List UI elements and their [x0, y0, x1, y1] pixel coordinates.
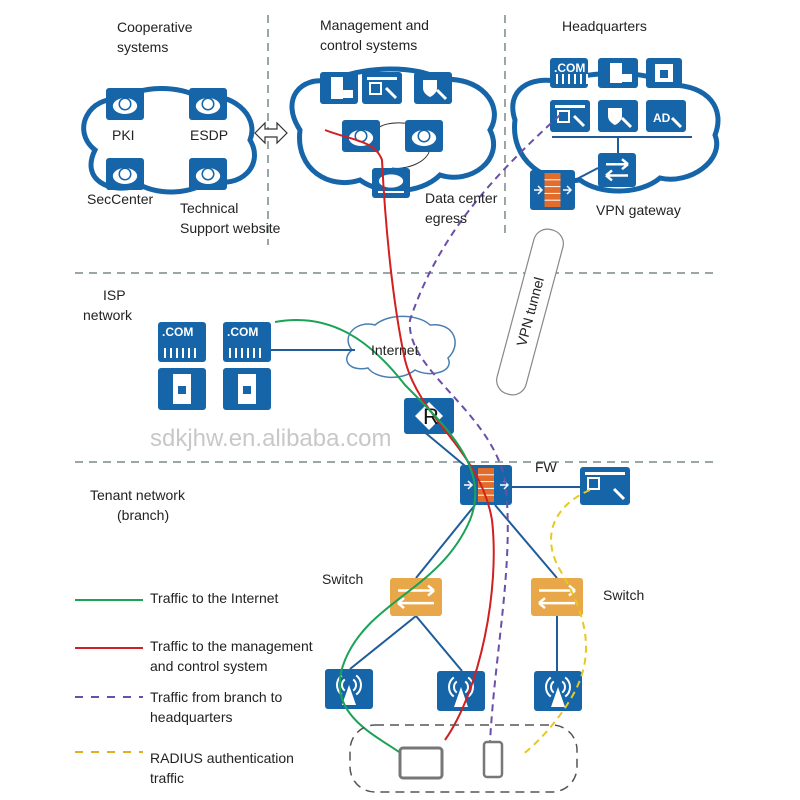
label-technical-support: Technical: [180, 200, 238, 216]
link: [415, 615, 463, 672]
legend-label: traffic: [150, 770, 184, 786]
security-shield-icon: [598, 100, 638, 132]
access-point-icon: [325, 669, 373, 709]
pki-icon: [106, 88, 144, 120]
management-service-icon: [405, 120, 443, 152]
switch-icon: [531, 578, 583, 616]
traffic-path-headquarters: [408, 114, 561, 743]
switch-icon: [390, 578, 442, 616]
link: [574, 167, 599, 181]
bidirectional-arrow-icon: [254, 121, 288, 145]
zone-label-headquarters: Headquarters: [562, 18, 647, 34]
access-point-icon: [534, 671, 582, 711]
svg-text:.COM: .COM: [554, 61, 585, 75]
svg-text:.COM: .COM: [227, 325, 258, 339]
svg-text:AD: AD: [653, 111, 671, 125]
radius-server-icon: [580, 467, 630, 505]
access-point-icon: [437, 671, 485, 711]
server-icon: [320, 72, 358, 104]
radius-server-icon: [362, 72, 402, 104]
radius-server-icon: [550, 100, 590, 132]
internet-cloud: [346, 315, 456, 379]
vpn-gateway-firewall-icon: [530, 170, 575, 210]
link: [494, 504, 558, 579]
seccenter-icon: [106, 158, 144, 190]
server-icon: [598, 58, 638, 88]
zone-label-isp: network: [83, 307, 133, 323]
label-data-center-egress: Data center: [425, 190, 498, 206]
svg-text:.COM: .COM: [162, 325, 193, 339]
zone-label-management: Management and: [320, 17, 429, 33]
label-vpn-gateway: VPN gateway: [596, 202, 681, 218]
data-center-egress-icon: [372, 168, 410, 198]
legend-label: Traffic to the management: [150, 638, 313, 654]
vpn-tunnel: VPN tunnel: [496, 228, 564, 396]
label-switch: Switch: [603, 587, 644, 603]
esdp-icon: [189, 88, 227, 120]
label-internet: Internet: [371, 342, 419, 358]
legend: Traffic to the Internet Traffic to the m…: [75, 590, 313, 786]
traffic-path-internet: [274, 319, 477, 763]
phone-icon: [482, 740, 504, 779]
label-data-center-egress: egress: [425, 210, 467, 226]
router-icon: R: [404, 398, 454, 434]
terminal-group: [349, 724, 578, 793]
zone-label-isp: ISP: [103, 287, 126, 303]
zone-label-cooperative: Cooperative: [117, 19, 193, 35]
traffic-path-radius: [521, 489, 591, 756]
label-switch: Switch: [322, 571, 363, 587]
legend-label: and control system: [150, 658, 268, 674]
zone-label-cooperative: systems: [117, 39, 168, 55]
kiosk-icon: [646, 58, 682, 88]
label-technical-support: Support website: [180, 220, 281, 236]
management-cloud-icon: [342, 120, 380, 152]
link: [415, 504, 476, 579]
tablet-icon: [398, 746, 444, 780]
svg-text:R: R: [423, 404, 439, 429]
hq-switch-icon: [598, 153, 636, 187]
technical-support-icon: [189, 158, 227, 190]
traffic-path-management: [324, 129, 495, 741]
zone-label-management: control systems: [320, 37, 417, 53]
watermark: sdkjhw.en.alibaba.com: [150, 425, 391, 452]
zone-label-tenant: (branch): [117, 507, 169, 523]
link: [349, 615, 417, 670]
kiosk-icon: [223, 368, 271, 410]
label-fw: FW: [535, 459, 558, 475]
com-server-icon: .COM: [158, 322, 206, 362]
legend-label: headquarters: [150, 709, 233, 725]
label-seccenter: SecCenter: [87, 191, 153, 207]
com-server-icon: .COM: [550, 58, 588, 88]
label-pki: PKI: [112, 127, 135, 143]
zone-label-tenant: Tenant network: [90, 487, 186, 503]
kiosk-icon: [158, 368, 206, 410]
com-server-icon: .COM: [223, 322, 271, 362]
ad-server-icon: AD: [646, 100, 686, 132]
legend-label: RADIUS authentication: [150, 750, 294, 766]
label-esdp: ESDP: [190, 127, 228, 143]
legend-label: Traffic from branch to: [150, 689, 282, 705]
legend-label: Traffic to the Internet: [150, 590, 279, 606]
security-shield-icon: [414, 72, 452, 104]
